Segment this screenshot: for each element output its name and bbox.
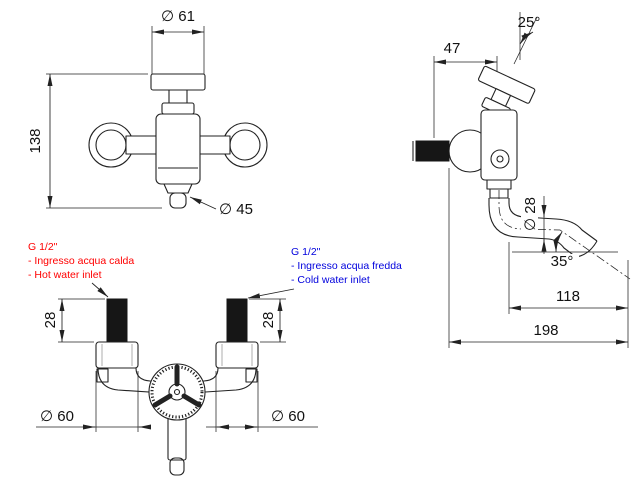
- right-arm: [197, 135, 231, 155]
- hot-label-english: - Hot water inlet: [28, 269, 102, 281]
- front-handle: [150, 73, 206, 115]
- handle-neck: [168, 89, 188, 104]
- bottom-view: G 1/2" - Ingresso acqua calda - Hot wate…: [28, 241, 402, 476]
- handwheel: [148, 363, 206, 421]
- cold-label-italian: - Ingresso acqua fredda: [291, 260, 402, 272]
- cold-thread-label: G 1/2": [291, 246, 321, 258]
- cold-label-english: - Cold water inlet: [291, 274, 370, 286]
- handle-collar: [161, 102, 195, 115]
- bottom-dim-flange-left: ∅ 60: [36, 371, 151, 432]
- side-dim-total-depth: 198: [448, 168, 628, 348]
- bottom-dim-flange-right: ∅ 60: [206, 371, 318, 432]
- side-view: 25° 47: [412, 12, 631, 348]
- side-dim-depth: 47: [433, 40, 498, 138]
- dim-text-handle-angle: 25°: [518, 14, 541, 31]
- spout-taper: [163, 183, 193, 194]
- handle-knurl: [150, 73, 206, 91]
- side-dim-tube-diameter: ∅ 28: [521, 195, 547, 254]
- cold-inlet-pipe: [226, 298, 248, 343]
- front-view: ∅ 61 138 ∅ 45: [27, 8, 268, 218]
- left-flange: [95, 341, 139, 369]
- faucet-body: [155, 113, 201, 185]
- side-dim-spout-angle: 35°: [512, 231, 618, 270]
- hot-inlet-pipe: [106, 298, 128, 343]
- left-arm: [125, 135, 159, 155]
- dim-text-tube-diameter: ∅ 28: [522, 197, 539, 231]
- bottom-dim-inlet-right: 28: [249, 298, 286, 343]
- dim-text-flange-left: ∅ 60: [40, 408, 74, 425]
- side-dim-spout-reach: 118: [508, 242, 629, 348]
- dim-text-inlet-right: 28: [260, 312, 277, 329]
- bottom-dim-inlet-left: 28: [42, 298, 105, 343]
- dim-text-depth: 47: [444, 40, 461, 57]
- faucet-body-side: [480, 109, 518, 181]
- dim-text-spout-diameter: ∅ 45: [219, 201, 253, 218]
- spout-nut: [486, 179, 512, 190]
- spout-centerline: [498, 190, 631, 280]
- side-dim-handle-angle: 25°: [513, 12, 541, 65]
- connection-arms: [96, 367, 258, 394]
- front-dim-height: 138: [27, 73, 162, 209]
- right-flange: [215, 341, 259, 369]
- dim-text-inlet-left: 28: [42, 312, 59, 329]
- hot-label-italian: - Ingresso acqua calda: [28, 255, 134, 267]
- body-screw: [490, 149, 510, 169]
- front-dim-handle-diameter: ∅ 61: [151, 8, 205, 74]
- dim-text-spout-angle: 35°: [551, 253, 574, 270]
- down-aerator: [169, 457, 185, 476]
- dim-text-total-depth: 198: [533, 322, 558, 339]
- dim-text-flange-right: ∅ 60: [271, 408, 305, 425]
- dim-text-height: 138: [27, 128, 44, 153]
- wall-mount-stub: [415, 140, 450, 162]
- dim-text-spout-reach: 118: [556, 288, 580, 305]
- front-dim-spout-diameter: ∅ 45: [189, 196, 253, 218]
- cold-water-label: G 1/2" - Ingresso acqua fredda - Cold wa…: [247, 246, 402, 299]
- aerator: [169, 192, 187, 209]
- hot-thread-label: G 1/2": [28, 241, 58, 253]
- dim-text-handle-diameter: ∅ 61: [161, 8, 195, 25]
- hot-water-label: G 1/2" - Ingresso acqua calda - Hot wate…: [28, 241, 134, 298]
